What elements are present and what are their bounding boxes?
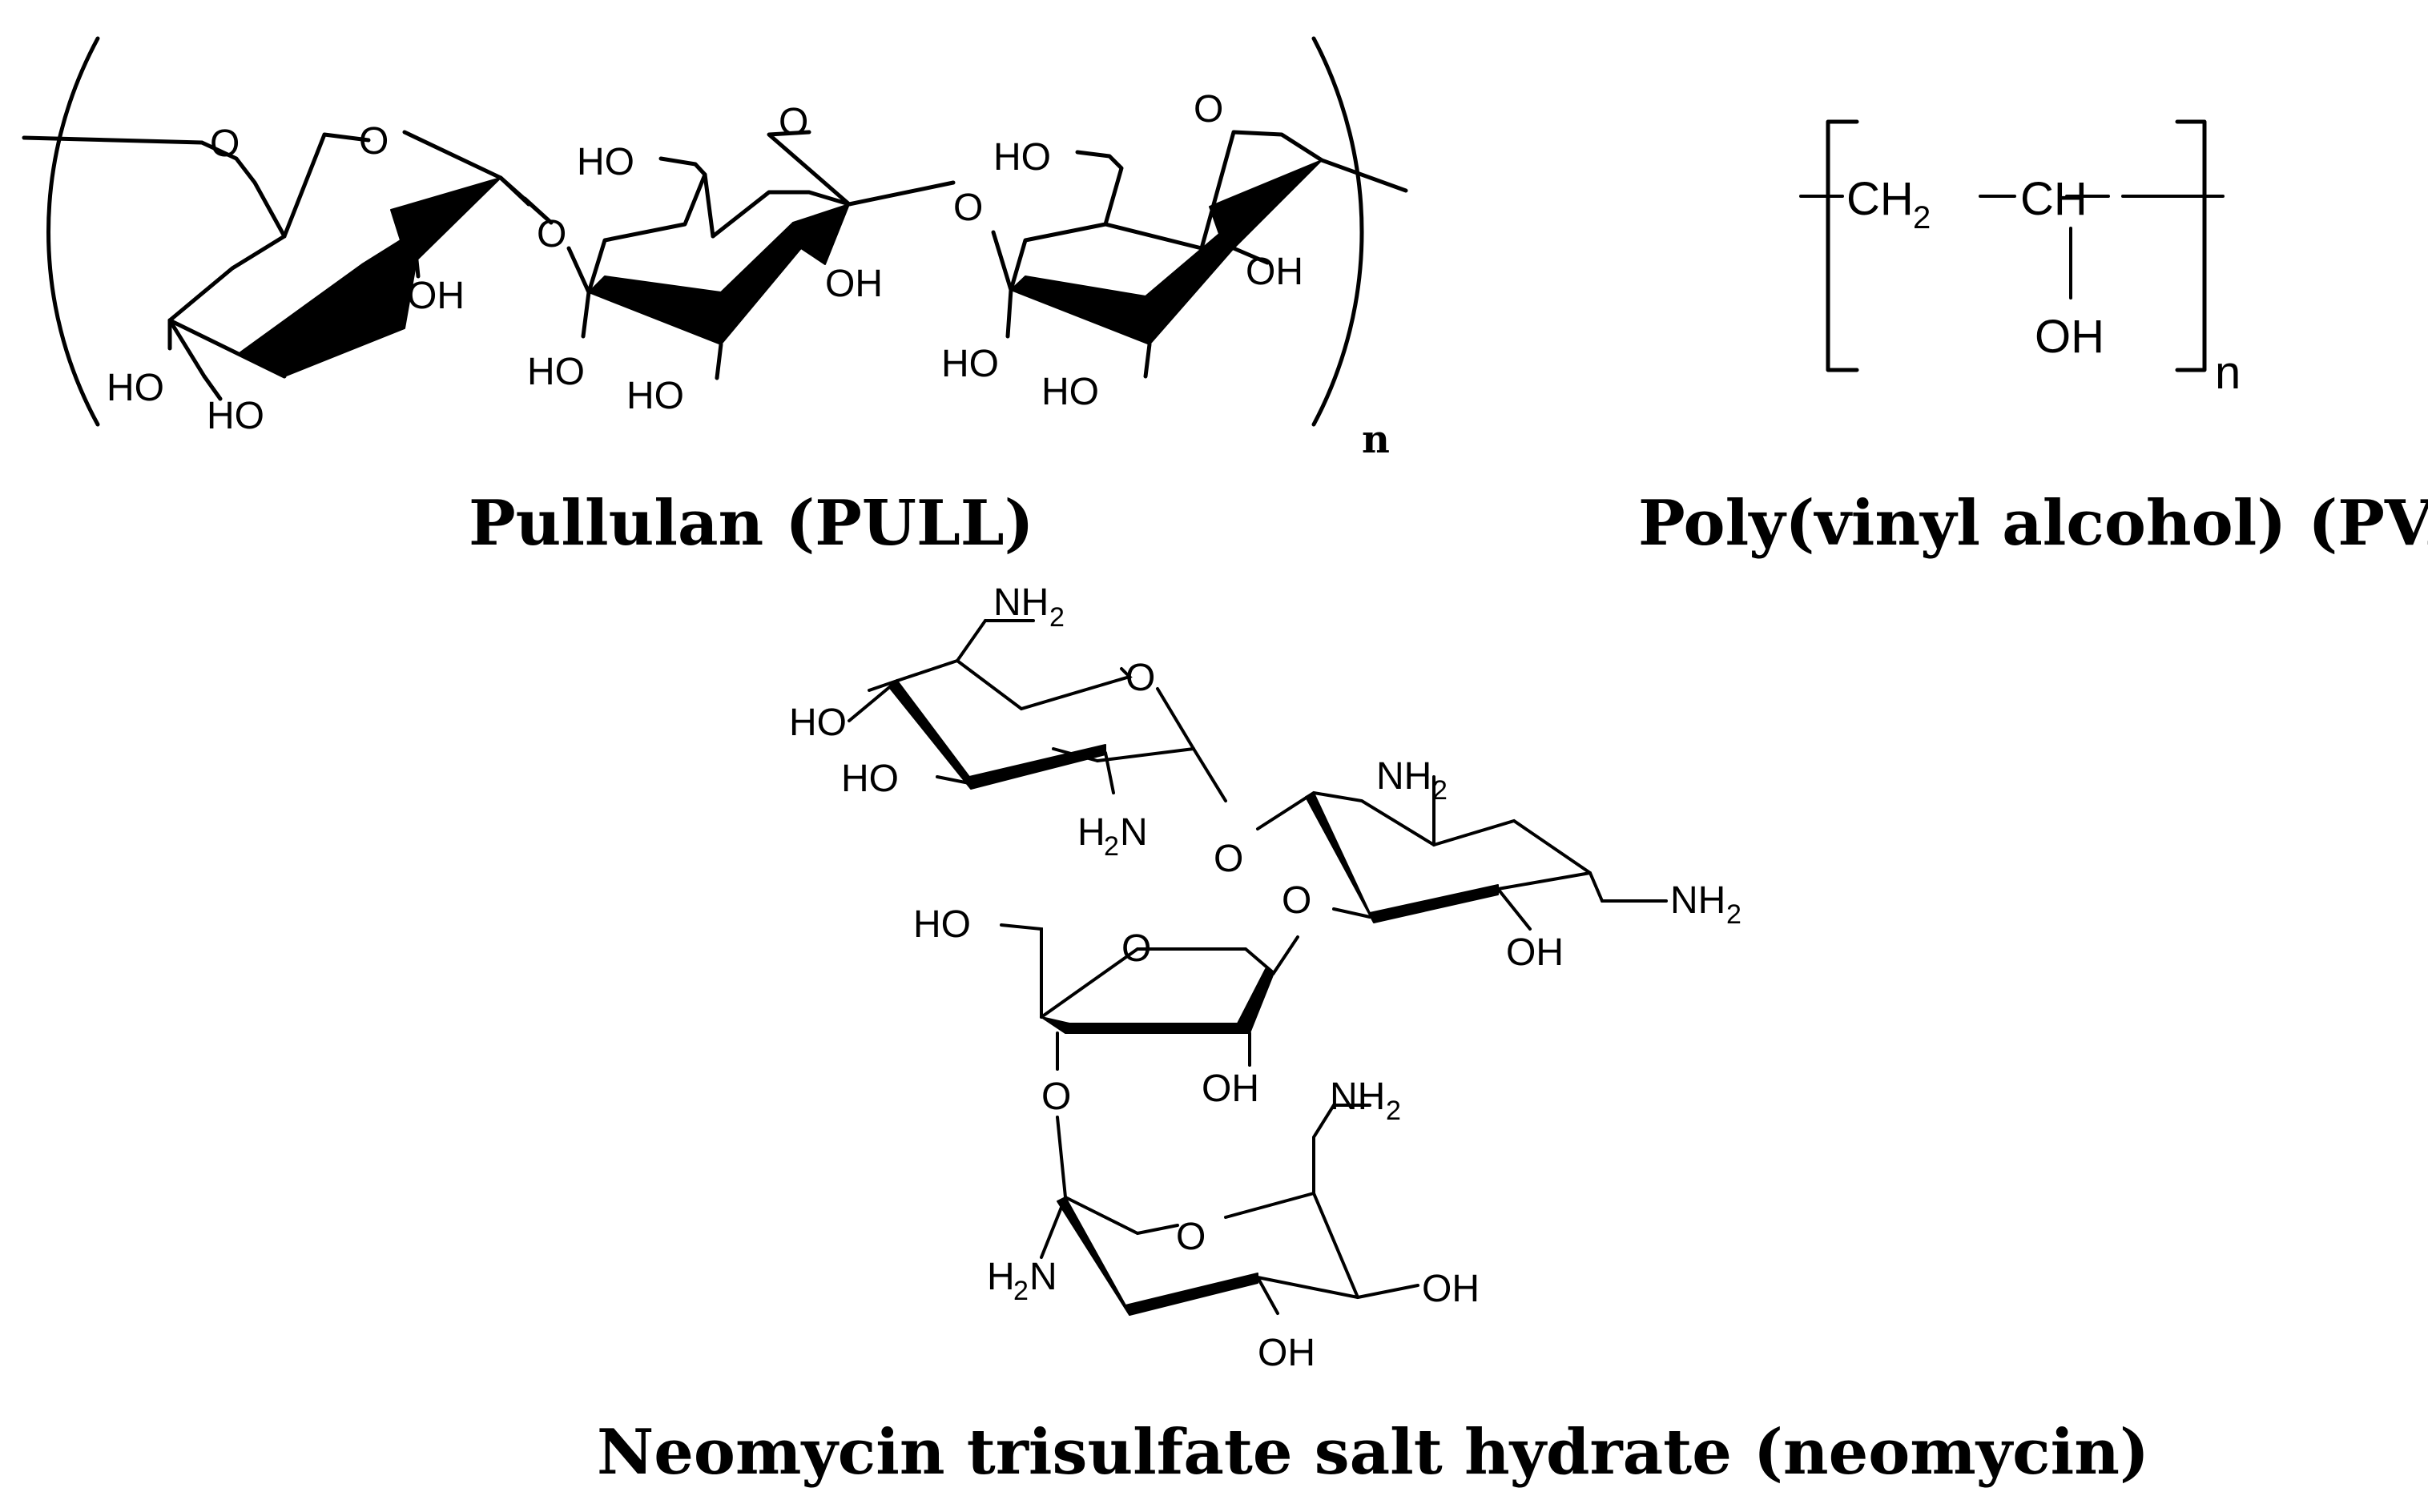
neomycin-structure: NH 2 O HO HO H 2 N O NH 2 NH 2 O OH HO O… bbox=[789, 581, 1741, 1374]
neomycin-ho-a1: HO bbox=[789, 702, 847, 744]
neomycin-oh-b: OH bbox=[1506, 931, 1564, 974]
neomycin-h2n-a-n: N bbox=[1120, 811, 1148, 854]
pullulan-ho-ring-1-a: HO bbox=[107, 367, 164, 409]
neomycin-o-ring-d: O bbox=[1176, 1216, 1206, 1258]
pullulan-ho-ring-1-b: HO bbox=[207, 395, 264, 437]
pullulan-ho-c6-ring-3: HO bbox=[993, 136, 1051, 179]
pva-oh-text: OH bbox=[2035, 311, 2104, 363]
neomycin-nh2-b2: NH bbox=[1670, 879, 1725, 922]
neomycin-oh-c: OH bbox=[1202, 1068, 1259, 1110]
pva-ch-text: CH bbox=[2020, 173, 2088, 225]
pullulan-structure: O O O HO O O HO O OH HO HO HO HO OH HO H… bbox=[22, 36, 1408, 462]
neomycin-h2n-d-n: N bbox=[1029, 1256, 1057, 1298]
neomycin-nh2-b1-sub: 2 bbox=[1432, 775, 1448, 806]
pva-caption: Poly(vinyl alcohol) (PVA) bbox=[1638, 487, 2428, 560]
pva-ch2-subscript: 2 bbox=[1913, 200, 1931, 235]
pullulan-right-paren bbox=[1311, 36, 1364, 427]
neomycin-ho-c: HO bbox=[913, 903, 971, 946]
pullulan-o-glycosidic-2: O bbox=[953, 187, 983, 229]
pullulan-oh-ring-3: OH bbox=[1246, 251, 1303, 293]
pva-ch2-text: CH bbox=[1846, 173, 1914, 225]
neomycin-h2n-d-sub: 2 bbox=[1013, 1276, 1029, 1306]
pva-repeat-n: n bbox=[2215, 347, 2241, 399]
neomycin-h2n-a-sub: 2 bbox=[1104, 831, 1119, 862]
neomycin-oh-d1: OH bbox=[1422, 1268, 1480, 1310]
neomycin-nh2-b1: NH bbox=[1376, 755, 1431, 798]
pullulan-o-ring-3: O bbox=[1194, 88, 1223, 131]
pva-left-bracket bbox=[1826, 119, 1859, 372]
neomycin-o-ring-a: O bbox=[1125, 657, 1155, 699]
neomycin-ring-b bbox=[1256, 775, 1668, 931]
pullulan-ho-ring-2-a: HO bbox=[527, 351, 585, 393]
pullulan-ring-2 bbox=[566, 130, 956, 380]
pullulan-o-ring-2: O bbox=[779, 101, 808, 143]
pullulan-chain-right bbox=[1319, 158, 1408, 193]
pva-right-bracket bbox=[2175, 119, 2207, 372]
neomycin-ring-c bbox=[1000, 923, 1299, 1071]
pullulan-repeat-n: n bbox=[1362, 417, 1390, 462]
pullulan-ho-ring-2-b: HO bbox=[626, 375, 684, 417]
neomycin-o-link-ab: O bbox=[1214, 838, 1243, 880]
pullulan-oh-ring-1: OH bbox=[407, 275, 465, 317]
pullulan-o-link-left: O bbox=[210, 123, 240, 165]
pullulan-oh-ring-2: OH bbox=[825, 263, 883, 305]
neomycin-o-link-bc: O bbox=[1282, 879, 1311, 922]
neomycin-h2n-d: H bbox=[987, 1256, 1015, 1298]
pullulan-o-ring-1: O bbox=[359, 120, 389, 163]
pullulan-ring-1 bbox=[167, 130, 554, 401]
pullulan-left-paren bbox=[46, 36, 100, 427]
neomycin-o-ring-c: O bbox=[1121, 927, 1151, 970]
pullulan-ho-ring-3-b: HO bbox=[1041, 371, 1099, 413]
pullulan-chain-left bbox=[22, 135, 204, 145]
neomycin-caption: Neomycin trisulfate salt hydrate (neomyc… bbox=[597, 1416, 2149, 1489]
neomycin-oh-d2: OH bbox=[1258, 1332, 1315, 1374]
neomycin-nh2-d-sub: 2 bbox=[1386, 1096, 1401, 1126]
pullulan-ring-3 bbox=[991, 130, 1324, 379]
neomycin-ring-d bbox=[1040, 1104, 1419, 1316]
neomycin-nh2-top-sub: 2 bbox=[1049, 602, 1065, 633]
pullulan-o-glycosidic-1: O bbox=[537, 213, 566, 255]
pullulan-ho-c6-ring-2: HO bbox=[577, 141, 634, 183]
neomycin-ring-a bbox=[848, 619, 1227, 802]
neomycin-ho-a2: HO bbox=[841, 758, 899, 800]
neomycin-nh2-d: NH bbox=[1330, 1076, 1385, 1118]
neomycin-nh2-b2-sub: 2 bbox=[1726, 899, 1741, 930]
pullulan-ho-ring-3-a: HO bbox=[941, 343, 999, 385]
neomycin-nh2-top: NH bbox=[993, 581, 1049, 624]
pva-structure: CH 2 CH OH n bbox=[1799, 119, 2241, 399]
pullulan-caption: Pullulan (PULL) bbox=[469, 487, 1034, 560]
neomycin-o-link-cd: O bbox=[1041, 1076, 1071, 1118]
neomycin-h2n-a: H bbox=[1077, 811, 1105, 854]
